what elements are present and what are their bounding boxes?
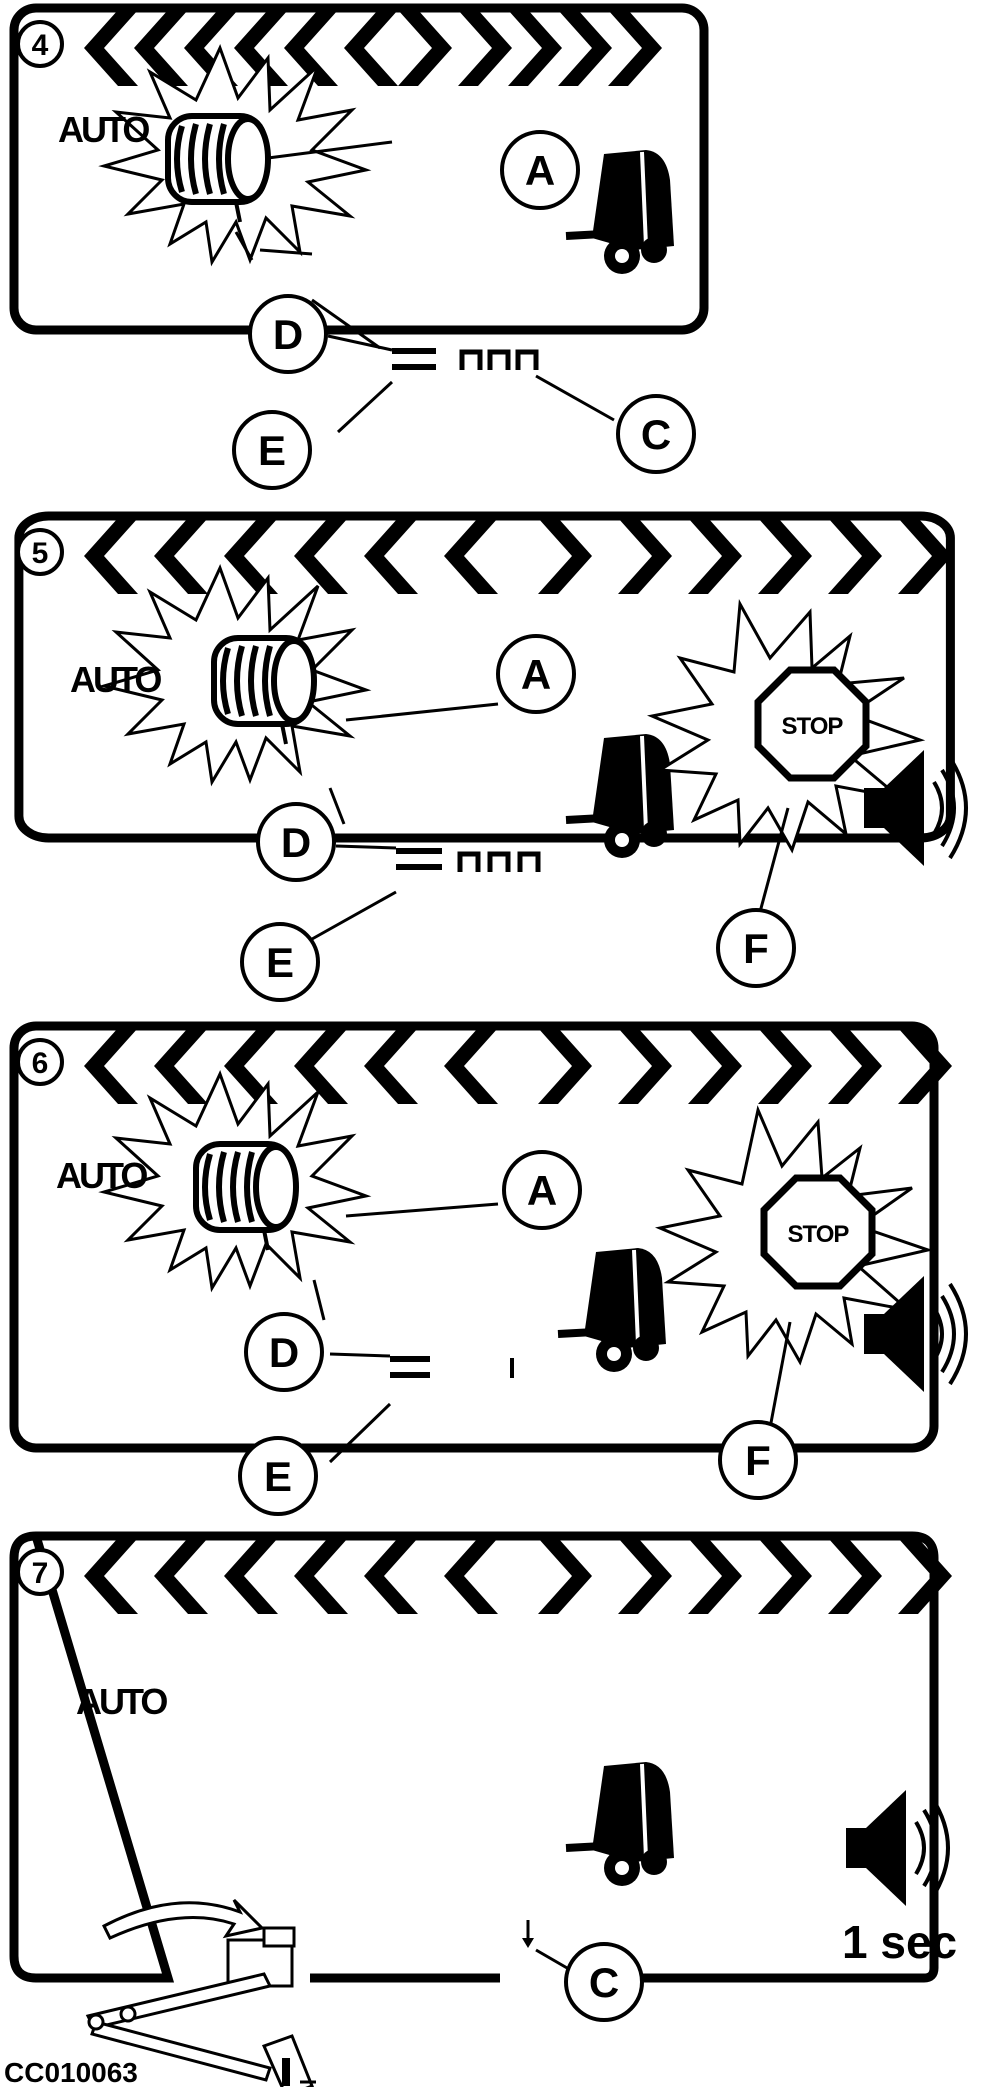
callout-d: D: [256, 802, 336, 882]
panel-step-4: 4 AUTO A D: [9, 3, 709, 490]
auto-mode-label: AUTO: [76, 1681, 167, 1722]
callout-f: F: [718, 1420, 798, 1500]
display-frame: [9, 1531, 939, 1983]
callout-a: A: [500, 130, 580, 210]
callout-a: A: [502, 1150, 582, 1230]
pulse-indicator: [459, 349, 539, 370]
callout-e: E: [232, 410, 312, 490]
display-frame: [9, 1021, 939, 1453]
status-indicator-bars: [390, 1356, 430, 1378]
callout-c: C: [564, 1942, 644, 2022]
stop-label: STOP: [782, 713, 844, 740]
panel-step-6: 6 AUTO STOP A D E: [9, 1021, 968, 1516]
auto-mode-label: AUTO: [58, 109, 149, 150]
stop-label: STOP: [788, 1221, 850, 1248]
svg-text:F: F: [745, 1437, 771, 1484]
pulse-indicator: [510, 1358, 514, 1378]
step-badge: [16, 1548, 64, 1596]
panel-step-5: 5 AUTO STOP A D E: [16, 516, 968, 1002]
display-frame: [19, 516, 951, 838]
svg-text:D: D: [269, 1329, 299, 1376]
step-number: 6: [32, 1047, 49, 1080]
display-frame: [9, 3, 709, 335]
direction-chevrons-icon: [84, 10, 662, 86]
svg-text:E: E: [266, 939, 294, 986]
svg-text:A: A: [527, 1167, 557, 1214]
callout-d: D: [248, 294, 328, 374]
svg-text:A: A: [521, 651, 551, 698]
step-badge: [16, 528, 64, 576]
step-number: 4: [32, 29, 49, 62]
pulse-indicator: [457, 851, 541, 872]
auto-mode-label: AUTO: [56, 1155, 147, 1196]
callout-f: F: [716, 908, 796, 988]
callout-e: E: [238, 1436, 318, 1516]
svg-text:F: F: [743, 925, 769, 972]
callout-e: E: [240, 922, 320, 1002]
step-number: 5: [32, 537, 49, 570]
step-badge: [16, 1038, 64, 1086]
baler-icon: [558, 1248, 666, 1372]
step-badge: [16, 20, 64, 68]
step-number: 7: [32, 1557, 49, 1590]
callout-c: C: [616, 394, 696, 474]
svg-text:E: E: [264, 1453, 292, 1500]
figure-code: CC010063: [4, 2057, 138, 2087]
callout-d: D: [244, 1312, 324, 1392]
status-indicator-bars: [396, 848, 442, 870]
baler-icon: [566, 1762, 674, 1886]
svg-text:A: A: [525, 147, 555, 194]
tailgate-lever-icon: [85, 1898, 316, 2087]
svg-text:C: C: [589, 1959, 619, 2006]
auto-mode-label: AUTO: [70, 659, 161, 700]
baler-icon: [566, 150, 674, 274]
panel-step-7: 7 AUTO 1 sec C: [9, 1531, 957, 2087]
svg-text:D: D: [273, 311, 303, 358]
svg-text:D: D: [281, 819, 311, 866]
sound-duration-label: 1 sec: [842, 1916, 957, 1968]
direction-chevrons-icon: [84, 1538, 952, 1614]
callout-a: A: [496, 634, 576, 714]
svg-text:E: E: [258, 427, 286, 474]
svg-text:C: C: [641, 411, 671, 458]
status-indicator-bars: [392, 348, 436, 370]
